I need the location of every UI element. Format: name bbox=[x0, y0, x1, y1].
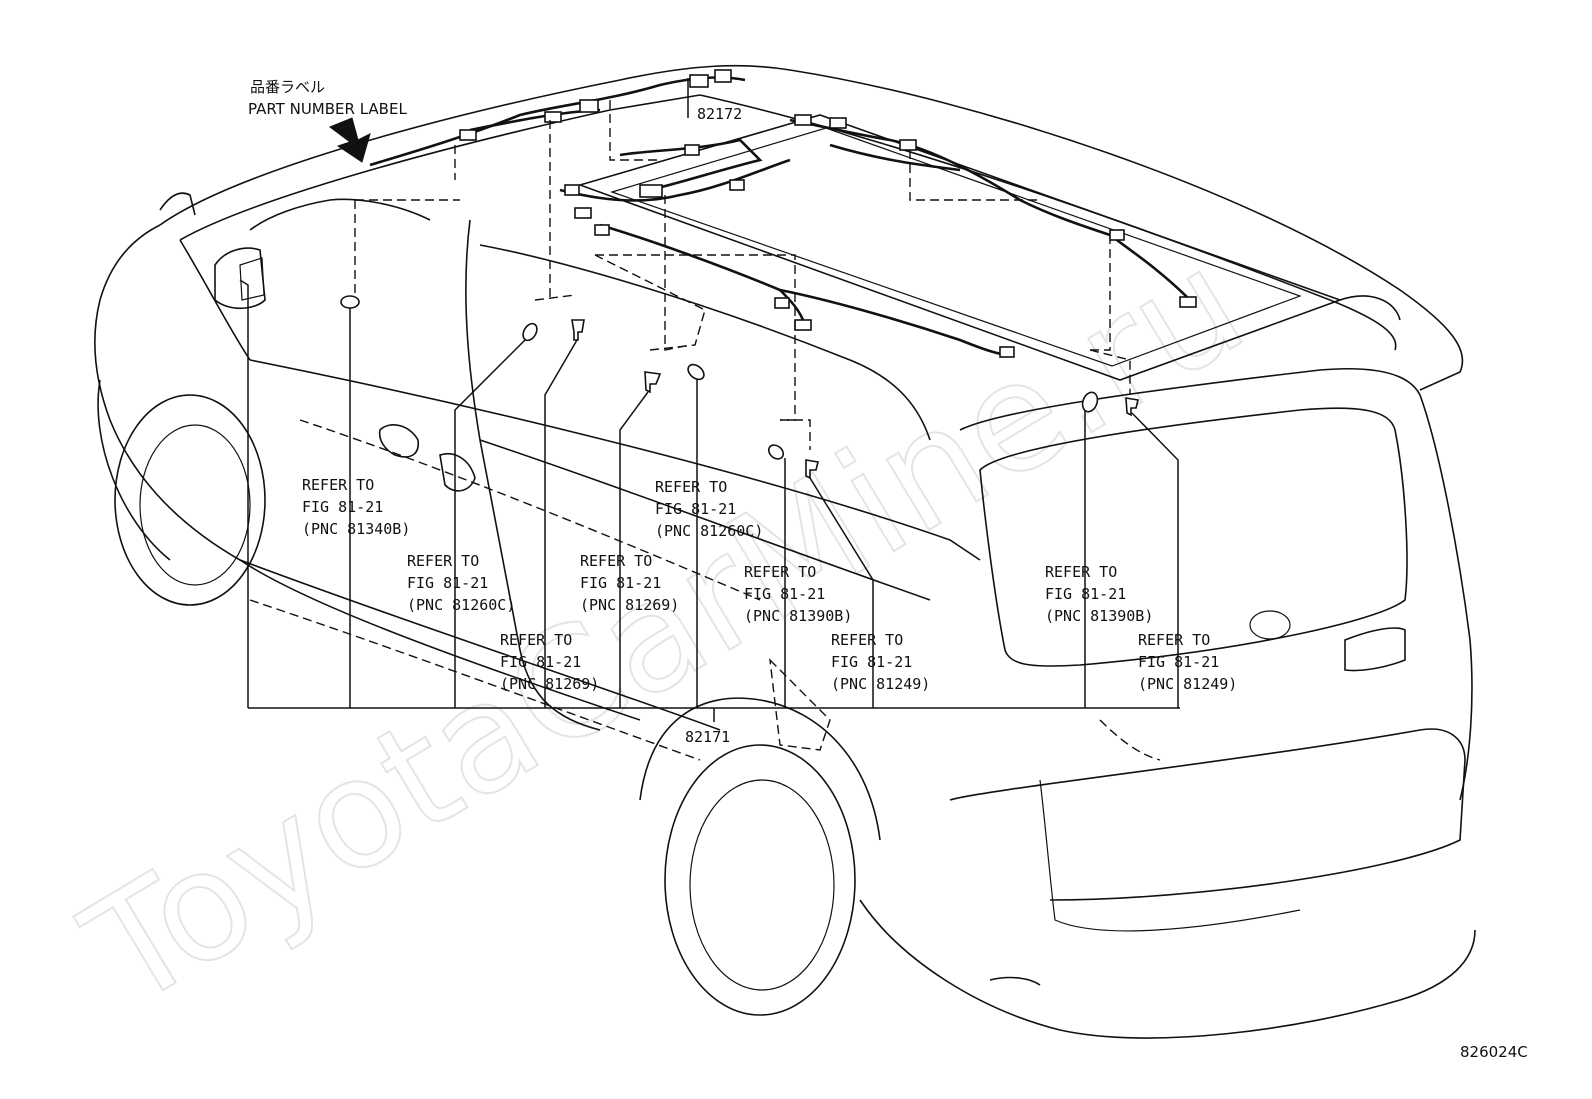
reference-note-81269-b: REFER TO FIG 81-21 (PNC 81269) bbox=[580, 552, 679, 614]
part-number-82171: 82171 bbox=[685, 728, 730, 746]
svg-text:(PNC 81249): (PNC 81249) bbox=[831, 675, 930, 693]
svg-text:(PNC 81390B): (PNC 81390B) bbox=[744, 607, 852, 625]
svg-text:FIG 81-21: FIG 81-21 bbox=[1138, 653, 1219, 671]
reference-note-81340b: REFER TO FIG 81-21 (PNC 81340B) bbox=[302, 476, 410, 538]
svg-text:REFER TO: REFER TO bbox=[831, 631, 903, 649]
figure-code: 826024C bbox=[1460, 1043, 1528, 1061]
svg-text:FIG 81-21: FIG 81-21 bbox=[1045, 585, 1126, 603]
reference-note-81390b-a: REFER TO FIG 81-21 (PNC 81390B) bbox=[744, 563, 852, 625]
svg-text:FIG 81-21: FIG 81-21 bbox=[407, 574, 488, 592]
reference-note-81249-b: REFER TO FIG 81-21 (PNC 81249) bbox=[1138, 631, 1237, 693]
svg-text:REFER TO: REFER TO bbox=[1138, 631, 1210, 649]
svg-text:REFER TO: REFER TO bbox=[407, 552, 479, 570]
svg-text:REFER TO: REFER TO bbox=[302, 476, 374, 494]
lamp-sockets bbox=[340, 295, 1139, 480]
svg-text:(PNC 81269): (PNC 81269) bbox=[500, 675, 599, 693]
socket-81260c-b bbox=[687, 363, 705, 381]
svg-text:(PNC 81260C): (PNC 81260C) bbox=[655, 522, 763, 540]
svg-text:FIG 81-21: FIG 81-21 bbox=[500, 653, 581, 671]
roof-wire-harness bbox=[369, 69, 1197, 358]
socket-81249-b bbox=[1125, 397, 1139, 417]
svg-text:FIG 81-21: FIG 81-21 bbox=[744, 585, 825, 603]
part-label-english: PART NUMBER LABEL bbox=[248, 100, 407, 118]
part-number-label-arrow bbox=[328, 117, 371, 163]
socket-81269-b bbox=[644, 371, 662, 394]
reference-note-81390b-b: REFER TO FIG 81-21 (PNC 81390B) bbox=[1045, 563, 1153, 625]
svg-text:(PNC 81340B): (PNC 81340B) bbox=[302, 520, 410, 538]
dashed-callouts bbox=[354, 100, 1131, 450]
svg-text:(PNC 81249): (PNC 81249) bbox=[1138, 675, 1237, 693]
svg-text:REFER TO: REFER TO bbox=[744, 563, 816, 581]
svg-text:REFER TO: REFER TO bbox=[1045, 563, 1117, 581]
reference-note-81260c-b: REFER TO FIG 81-21 (PNC 81260C) bbox=[655, 478, 763, 540]
reference-note-81260c-a: REFER TO FIG 81-21 (PNC 81260C) bbox=[407, 552, 515, 614]
reference-note-81249-a: REFER TO FIG 81-21 (PNC 81249) bbox=[831, 631, 930, 693]
socket-81390b-a bbox=[767, 444, 785, 460]
socket-81260c-a bbox=[522, 322, 538, 342]
svg-text:REFER TO: REFER TO bbox=[655, 478, 727, 496]
leader-lines bbox=[239, 78, 1180, 722]
svg-text:FIG 81-21: FIG 81-21 bbox=[831, 653, 912, 671]
reference-note-81269-a: REFER TO FIG 81-21 (PNC 81269) bbox=[500, 631, 599, 693]
svg-text:FIG 81-21: FIG 81-21 bbox=[655, 500, 736, 518]
svg-text:(PNC 81260C): (PNC 81260C) bbox=[407, 596, 515, 614]
svg-text:REFER TO: REFER TO bbox=[580, 552, 652, 570]
part-number-82172: 82172 bbox=[697, 105, 742, 123]
socket-81340b bbox=[340, 295, 360, 309]
part-label-japanese: 品番ラベル bbox=[250, 78, 325, 96]
socket-81269-a bbox=[571, 319, 585, 341]
svg-text:FIG 81-21: FIG 81-21 bbox=[580, 574, 661, 592]
svg-text:(PNC 81390B): (PNC 81390B) bbox=[1045, 607, 1153, 625]
svg-text:(PNC 81269): (PNC 81269) bbox=[580, 596, 679, 614]
socket-81390b-b bbox=[1081, 391, 1099, 413]
svg-text:REFER TO: REFER TO bbox=[500, 631, 572, 649]
socket-81249-a bbox=[805, 459, 819, 480]
svg-text:FIG 81-21: FIG 81-21 bbox=[302, 498, 383, 516]
